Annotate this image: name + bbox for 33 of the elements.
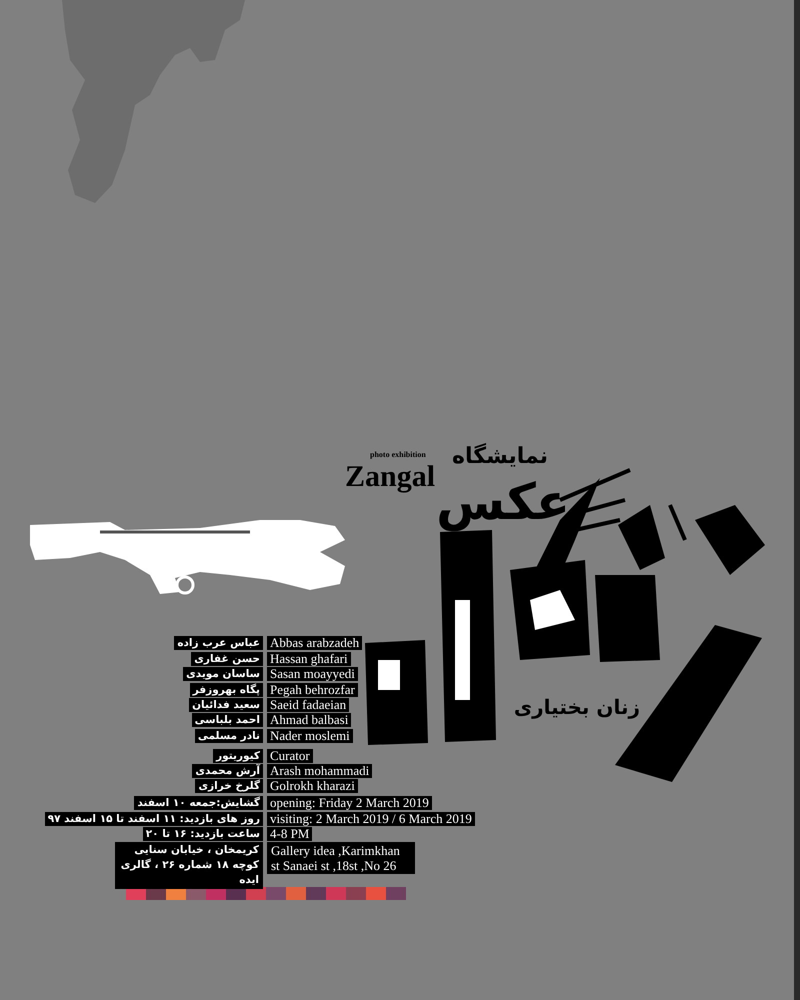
name-label: نادر مسلمی [194,729,263,743]
name-label: گلرخ خرازی [195,779,263,793]
name-label: Arash mohammadi [267,764,372,778]
info-label: ساعت بازدید: ۱۶ تا ۲۰ [142,827,263,841]
address-label: کریمخان ، خیابان سنایی کوچه ۱۸ شماره ۲۶ ، گالری ایده [115,842,263,889]
name-label: Nader moslemi [267,729,353,743]
name-label: Pegah behrozfar [267,683,358,697]
subtitle-text: زنان بختیاری [514,694,640,720]
name-label: سعید فدائیان [189,698,263,712]
name-label: Saeid fadaeian [267,698,350,712]
name-label: Ahmad balbasi [267,713,352,727]
title-text: نمایشگاه [452,444,548,470]
title-text: Zangal [345,462,436,492]
name-label: Hassan ghafari [267,652,351,666]
address-label: Gallery idea ,Karimkhan st Sanaei st ,18st ,No 26 [267,842,415,874]
name-label: آرش محمدی [192,764,263,778]
name-label: Sasan moayyedi [267,667,358,681]
role-label: کیوریتور [213,749,263,763]
name-label: احمد بلباسی [192,713,263,727]
info-label: 4-8 PM [267,827,312,841]
info-label: روز های بازدید: ۱۱ اسفند تا ۱۵ اسفند ۹۷ [44,812,263,826]
role-label: Curator [267,749,313,763]
info-label: opening: Friday 2 March 2019 [267,796,432,810]
name-label: پگاه بهروزفر [190,683,263,697]
name-label: حسن غفاری [191,652,263,666]
name-label: Abbas arabzadeh [267,636,362,650]
info-label: گشایش:جمعه ۱۰ اسفند [134,796,263,810]
title-text: عکس [436,474,570,530]
name-label: ساسان مویدی [183,667,263,681]
name-label: عباس عرب زاده [174,636,263,650]
name-label: Golrokh kharazi [267,779,358,793]
subtitle-text: photo exhibition [370,450,426,459]
info-label: visiting: 2 March 2019 / 6 March 2019 [267,812,475,826]
